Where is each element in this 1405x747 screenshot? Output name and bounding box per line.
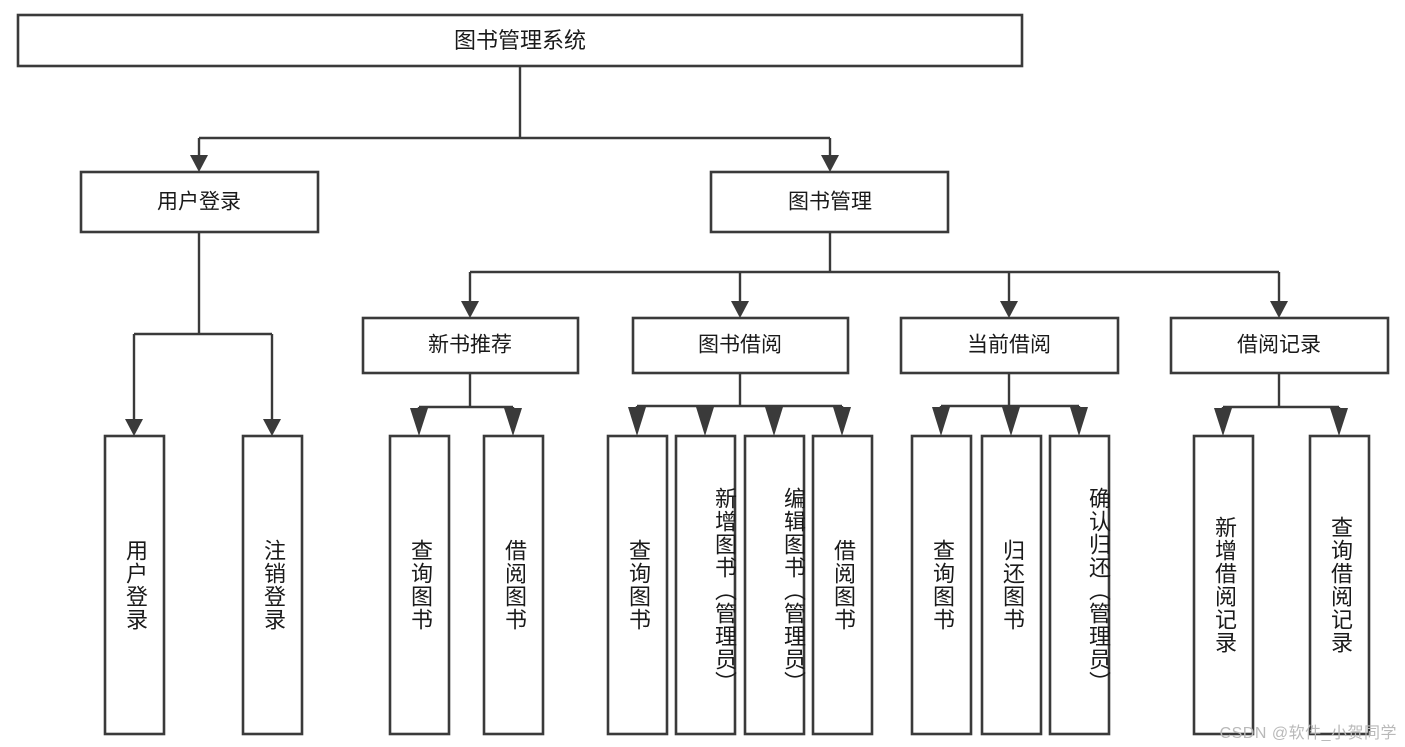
node-user-login-box[interactable] [79, 170, 320, 234]
arrow-to-leaf-logout-icon [263, 419, 281, 436]
arrow-to-leaf-user-login-icon [125, 419, 143, 436]
arrow-borrowrecord-leaf-1-icon [1214, 408, 1232, 436]
leaf-box-borrow-book[interactable] [811, 434, 874, 736]
arrow-currentborrow-leaf-1-icon [932, 407, 950, 436]
arrow-bookborrow-leaf-3-icon [765, 407, 783, 436]
leaf-box-return-book[interactable] [980, 434, 1043, 736]
leaf-box-edit-book-admin[interactable] [743, 434, 806, 736]
node-current-borrow-label: 当前借阅 [967, 334, 1051, 357]
arrow-root-to-book-mgmt-icon [821, 155, 839, 172]
arrow-to-borrow-record-icon [1270, 301, 1288, 318]
arrow-bookborrow-leaf-1-icon [628, 407, 646, 436]
arrow-currentborrow-leaf-3-icon [1070, 407, 1088, 436]
node-book-borrow[interactable]: 图书借阅 [631, 316, 850, 375]
leaf-box-query-book-current[interactable] [910, 434, 973, 736]
node-new-book-recommend-label: 新书推荐 [428, 334, 512, 357]
node-book-management-label: 图书管理 [788, 191, 872, 214]
leaf-box-group [103, 434, 1371, 736]
leaf-box-query-book-recommend[interactable] [388, 434, 451, 736]
leaf-box-user-login[interactable] [103, 434, 166, 736]
arrow-to-new-book-icon [461, 301, 479, 318]
node-book-management[interactable]: 图书管理 [709, 170, 950, 234]
leaf-box-borrow-book-recommend[interactable] [482, 434, 545, 736]
node-current-borrow[interactable]: 当前借阅 [899, 316, 1120, 375]
arrow-to-current-borrow-icon [1000, 301, 1018, 318]
leaf-box-confirm-return-admin[interactable] [1048, 434, 1111, 736]
node-current-borrow-box[interactable] [899, 316, 1120, 375]
node-book-borrow-box[interactable] [631, 316, 850, 375]
node-borrow-record-label: 借阅记录 [1237, 334, 1321, 357]
arrow-bookborrow-leaf-2-icon [696, 407, 714, 436]
leaf-box-add-book-admin[interactable] [674, 434, 737, 736]
node-user-login[interactable]: 用户登录 [79, 170, 320, 234]
node-root-label: 图书管理系统 [454, 28, 586, 53]
arrow-borrowrecord-leaf-2-icon [1330, 408, 1348, 436]
node-root-box[interactable] [16, 13, 1024, 68]
leaf-box-add-borrow-record[interactable] [1192, 434, 1255, 736]
node-borrow-record-box[interactable] [1169, 316, 1390, 375]
arrow-newbook-leaf-2-icon [504, 408, 522, 436]
connector-group [125, 66, 1348, 436]
arrow-to-book-borrow-icon [731, 301, 749, 318]
arrow-bookborrow-leaf-4-icon [833, 407, 851, 436]
node-root[interactable]: 图书管理系统 [16, 13, 1024, 68]
node-new-book-recommend[interactable]: 新书推荐 [361, 316, 580, 375]
arrow-currentborrow-leaf-2-icon [1002, 407, 1020, 436]
arrow-newbook-leaf-1-icon [410, 408, 428, 436]
leaf-box-query-book-borrow[interactable] [606, 434, 669, 736]
csdn-watermark: CSDN @软件_小贺同学 [1219, 725, 1397, 742]
node-book-management-box[interactable] [709, 170, 950, 234]
arrow-root-to-user-login-icon [190, 155, 208, 172]
leaf-box-query-borrow-record[interactable] [1308, 434, 1371, 736]
node-new-book-recommend-box[interactable] [361, 316, 580, 375]
node-borrow-record[interactable]: 借阅记录 [1169, 316, 1390, 375]
node-book-borrow-label: 图书借阅 [698, 334, 782, 357]
leaf-box-logout[interactable] [241, 434, 304, 736]
node-user-login-label: 用户登录 [157, 191, 241, 214]
